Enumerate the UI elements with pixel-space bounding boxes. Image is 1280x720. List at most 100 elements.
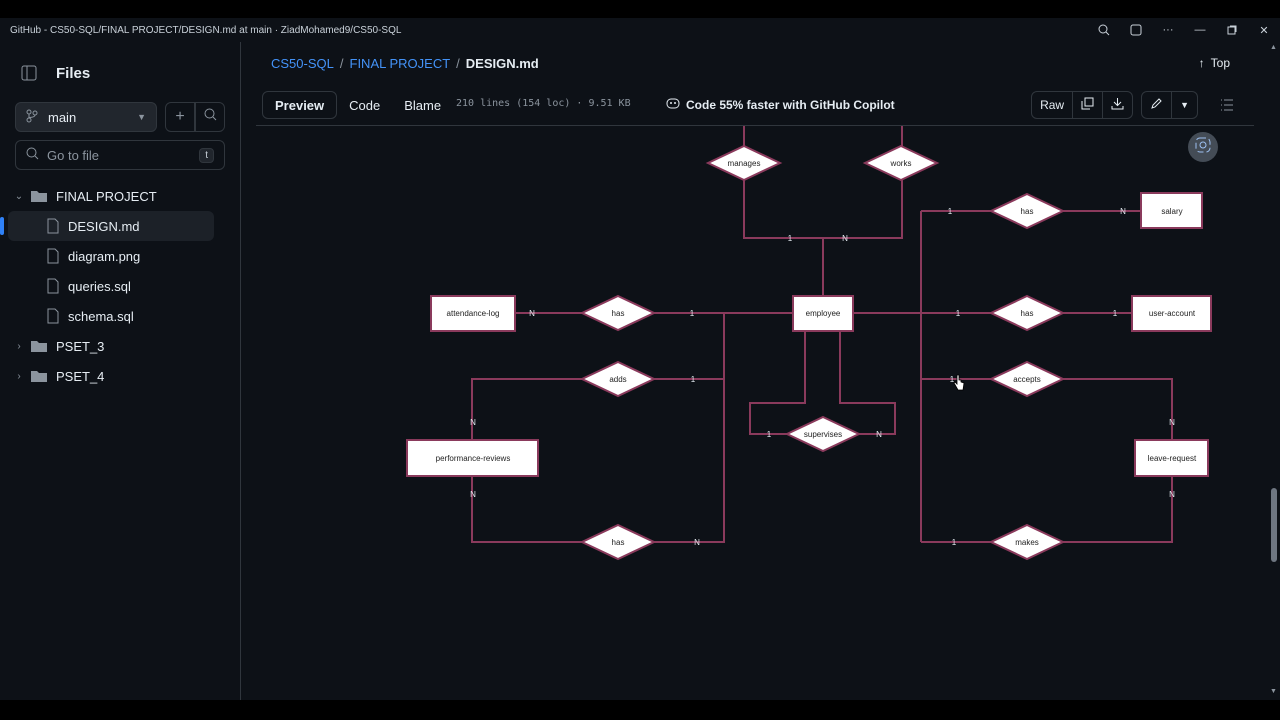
file-tree: ⌄ FINAL PROJECT DESIGN.md diagram.png qu…	[0, 181, 214, 391]
file-toolbar: Preview Code Blame 210 lines (154 loc) ·…	[256, 84, 1254, 126]
entity-salary[interactable]	[1140, 192, 1203, 229]
tree-folder-pset3[interactable]: › PSET_3	[8, 331, 214, 361]
tree-folder-label: PSET_3	[56, 338, 105, 354]
entity-attendance-log[interactable]	[430, 295, 516, 332]
top-link[interactable]: ↑ Top	[1199, 56, 1230, 70]
rel-has-salary[interactable]	[988, 192, 1066, 230]
tree-folder-label: PSET_4	[56, 368, 105, 384]
lens-button[interactable]	[1188, 132, 1218, 162]
file-sidebar: Files main ▼ + Go to file t ⌄ FINAL PROJ…	[0, 42, 241, 700]
zoom-icon[interactable]	[1088, 18, 1120, 42]
rel-adds[interactable]	[579, 360, 657, 398]
branch-icon	[26, 109, 38, 126]
sidebar-collapse-icon[interactable]	[16, 62, 42, 84]
rel-works[interactable]	[862, 144, 940, 182]
tree-file-design[interactable]: DESIGN.md	[0, 211, 214, 241]
card-salary-1: 1	[948, 207, 953, 216]
folder-icon	[31, 341, 47, 352]
rel-has-attendance[interactable]	[579, 294, 657, 332]
label-supervises: supervises	[804, 430, 842, 439]
edit-dropdown-button[interactable]: ▼	[1172, 91, 1198, 119]
restore-icon[interactable]	[1216, 18, 1248, 42]
branch-name: main	[48, 109, 77, 125]
file-actions: Raw ▼	[1031, 91, 1198, 119]
rel-has-reviews[interactable]	[579, 523, 657, 561]
tree-folder-final-project[interactable]: ⌄ FINAL PROJECT	[8, 181, 214, 211]
entity-employee[interactable]	[792, 295, 854, 332]
scroll-down-icon[interactable]: ▼	[1270, 688, 1277, 695]
card-accepts-1: 1	[950, 375, 955, 384]
label-attendance-log: attendance-log	[447, 309, 500, 318]
file-icon	[47, 248, 59, 264]
entity-leave-request[interactable]	[1134, 439, 1209, 477]
label-leave-request: leave-request	[1148, 454, 1197, 463]
cardinality-labels: 1 N 1 N N 1 1 1 1 N 1 N 1 N N N N 1	[470, 207, 1175, 547]
close-icon[interactable]: ✕	[1259, 24, 1269, 37]
rel-supervises[interactable]	[784, 415, 862, 453]
tree-file-label: diagram.png	[68, 248, 141, 264]
label-employee: employee	[806, 309, 841, 318]
go-to-file-input[interactable]: Go to file t	[15, 140, 225, 170]
entity-performance-reviews[interactable]	[406, 439, 539, 477]
card-account-1b: 1	[1113, 309, 1118, 318]
tree-file-schema[interactable]: schema.sql	[8, 301, 214, 331]
card-reviews-n2: N	[694, 538, 700, 547]
entity-user-account[interactable]	[1131, 295, 1212, 332]
app-icon[interactable]	[1120, 18, 1152, 42]
label-has-account: has	[1021, 309, 1034, 318]
breadcrumb: CS50-SQL / FINAL PROJECT / DESIGN.md	[271, 56, 539, 71]
tree-folder-pset4[interactable]: › PSET_4	[8, 361, 214, 391]
rel-manages[interactable]	[705, 144, 783, 182]
tree-file-diagram[interactable]: diagram.png	[8, 241, 214, 271]
label-has-reviews: has	[612, 538, 625, 547]
top-bezel	[0, 0, 1280, 18]
copilot-promo[interactable]: Code 55% faster with GitHub Copilot	[666, 97, 895, 112]
label-has-attendance: has	[612, 309, 625, 318]
raw-button[interactable]: Raw	[1031, 91, 1074, 119]
diagram-labels: manages works has has has adds accepts s…	[436, 159, 1197, 547]
tab-blame[interactable]: Blame	[404, 97, 442, 113]
copy-button[interactable]	[1073, 91, 1104, 119]
download-button[interactable]	[1103, 91, 1134, 119]
card-account-1a: 1	[956, 309, 961, 318]
scrollbar-thumb[interactable]	[1271, 488, 1277, 562]
plus-icon: +	[175, 108, 185, 125]
rel-accepts[interactable]	[988, 360, 1066, 398]
view-tabs: Preview Code Blame	[262, 91, 453, 119]
copilot-icon	[666, 97, 680, 112]
outline-button[interactable]	[1220, 98, 1234, 116]
chevron-down-icon: ⌄	[14, 190, 24, 202]
breadcrumb-current-file: DESIGN.md	[465, 56, 539, 71]
diagram-connectors	[471, 126, 1173, 543]
rel-makes[interactable]	[988, 523, 1066, 561]
folder-open-icon	[31, 191, 47, 202]
add-file-button[interactable]: +	[165, 102, 195, 132]
search-icon	[204, 108, 217, 126]
bottom-bezel	[0, 700, 1280, 720]
hand-cursor-icon	[953, 374, 965, 391]
scroll-up-icon[interactable]: ▲	[1270, 44, 1277, 51]
er-diagram: manages works has has has adds accepts s…	[406, 126, 1212, 561]
minimize-icon[interactable]: —	[1194, 24, 1206, 36]
card-salary-n: N	[1120, 207, 1126, 216]
label-makes: makes	[1015, 538, 1039, 547]
shortcut-key: t	[199, 147, 214, 163]
go-to-file-placeholder: Go to file	[47, 147, 100, 163]
tree-file-queries[interactable]: queries.sql	[8, 271, 214, 301]
card-adds-1: 1	[691, 375, 696, 384]
file-icon	[47, 308, 59, 324]
label-performance-reviews: performance-reviews	[436, 454, 511, 463]
file-icon	[47, 218, 59, 234]
breadcrumb-folder-link[interactable]: FINAL PROJECT	[349, 56, 451, 71]
top-link-label: Top	[1210, 56, 1230, 70]
tab-preview[interactable]: Preview	[262, 91, 338, 119]
tab-code[interactable]: Code	[349, 97, 381, 113]
edit-button[interactable]	[1141, 91, 1173, 119]
branch-selector[interactable]: main ▼	[15, 102, 157, 132]
more-icon[interactable]: ···	[1162, 24, 1174, 36]
search-button[interactable]	[195, 102, 225, 132]
vertical-scrollbar[interactable]: ▲ ▼	[1270, 42, 1278, 700]
folder-icon	[31, 371, 47, 382]
breadcrumb-repo-link[interactable]: CS50-SQL	[271, 56, 334, 71]
rel-has-account[interactable]	[988, 294, 1066, 332]
